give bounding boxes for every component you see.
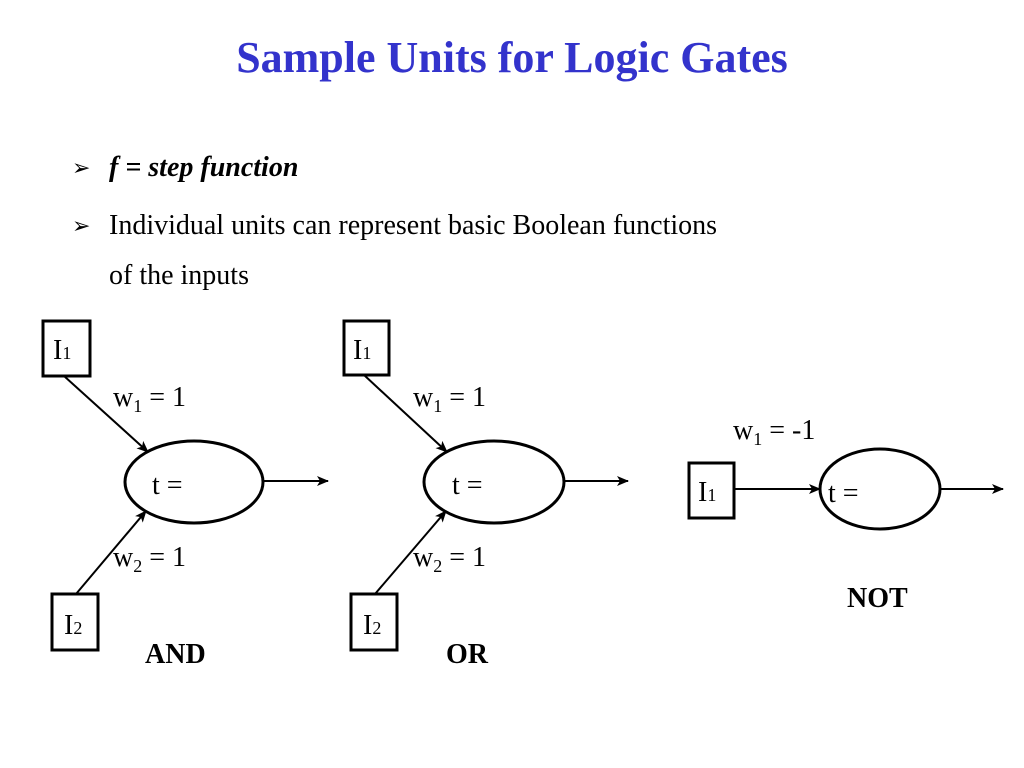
and-input2-box xyxy=(50,592,100,652)
not-gate-label: NOT xyxy=(847,583,908,614)
or-edge-w1 xyxy=(363,374,448,453)
and-input2-label: I2 xyxy=(64,610,82,641)
bullet-text: Individual units can represent basic Boo… xyxy=(109,210,718,241)
and-threshold-label: t = xyxy=(152,470,183,501)
not-threshold-label: t = xyxy=(828,478,859,509)
and-edge-w1 xyxy=(63,375,149,453)
and-w1-label: w1 = 1 xyxy=(113,382,186,416)
not-w1-label: w1 = -1 xyxy=(733,415,815,449)
or-threshold-label: t = xyxy=(452,470,483,501)
bullet-text: f = step function xyxy=(109,152,299,183)
or-input1-label: I1 xyxy=(353,335,371,366)
and-unit: I1 I2 t = w1 = 1 w2 = 1 AND xyxy=(41,319,329,670)
or-w1-label: w1 = 1 xyxy=(413,382,486,416)
bullet-arrow-icon: ➢ xyxy=(72,155,91,180)
bullet-arrow-icon: ➢ xyxy=(72,213,91,238)
bullet-text-continuation: of the inputs xyxy=(109,260,249,291)
not-unit: I1 t = w1 = -1 NOT xyxy=(687,415,1004,614)
and-w2-label: w2 = 1 xyxy=(113,542,186,576)
or-edge-w2 xyxy=(374,510,447,595)
not-input1-label: I1 xyxy=(698,477,716,508)
not-input1-box xyxy=(687,461,736,520)
or-unit: I1 I2 t = w1 = 1 w2 = 1 OR xyxy=(342,319,629,670)
and-edge-w2 xyxy=(75,510,147,595)
and-neuron xyxy=(123,439,265,525)
and-gate-label: AND xyxy=(145,639,206,670)
page-title: Sample Units for Logic Gates xyxy=(236,33,788,82)
or-input2-label: I2 xyxy=(363,610,381,641)
and-input1-label: I1 xyxy=(53,335,71,366)
or-w2-label: w2 = 1 xyxy=(413,542,486,576)
or-input2-box xyxy=(349,592,399,652)
and-input1-box xyxy=(41,319,92,378)
or-gate-label: OR xyxy=(446,639,489,670)
or-input1-box xyxy=(342,319,391,377)
